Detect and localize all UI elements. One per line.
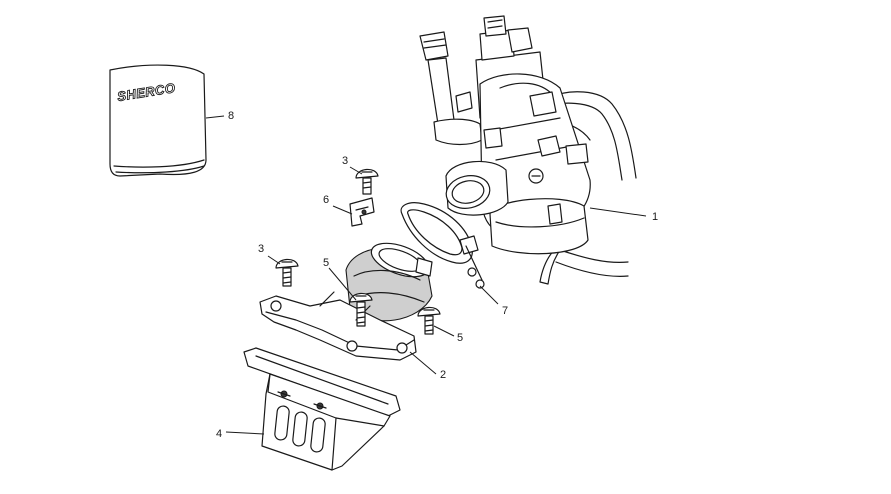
callout-3-upper: 3 (342, 155, 348, 167)
callout-3-left: 3 (258, 243, 264, 255)
callout-7: 7 (502, 305, 508, 317)
hose-clamp[interactable] (400, 202, 485, 289)
bracket[interactable] (349, 197, 375, 227)
carburettor-assembly[interactable] (419, 15, 637, 285)
callout-6: 6 (323, 194, 329, 206)
sherco-bag[interactable]: SHERCO (109, 64, 207, 177)
callout-8: 8 (228, 110, 234, 122)
callout-4: 4 (216, 428, 222, 440)
screw-left[interactable] (275, 258, 299, 287)
screw-centre[interactable] (349, 292, 373, 327)
callout-5-centre: 5 (323, 257, 329, 269)
callout-5-right: 5 (457, 332, 463, 344)
callout-2: 2 (440, 369, 446, 381)
callout-1: 1 (652, 211, 658, 223)
screw-right[interactable] (417, 306, 441, 335)
leader-lines (205, 115, 647, 435)
callout-labels: 1 2 3 3 4 5 5 6 7 8 (216, 110, 658, 440)
screw-upper[interactable] (355, 168, 379, 195)
intake-manifold[interactable] (259, 237, 433, 361)
reed-valve[interactable] (243, 347, 401, 471)
